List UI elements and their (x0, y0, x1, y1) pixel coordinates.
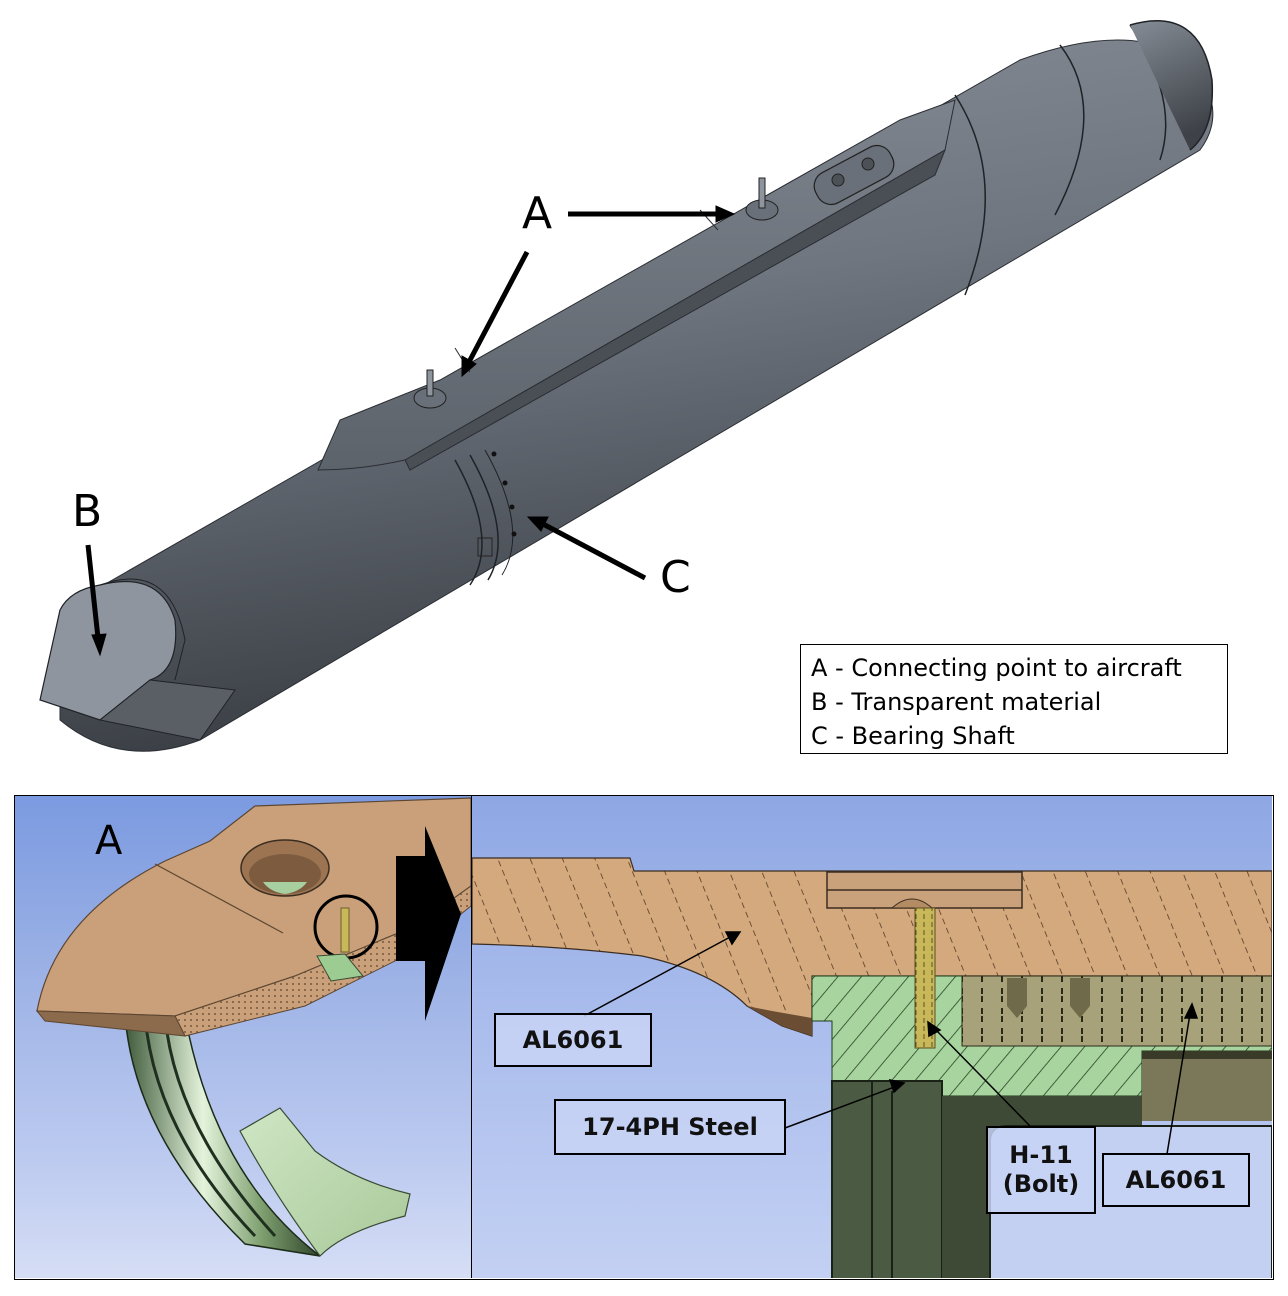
tail-cap (1129, 20, 1214, 151)
detail-arrow (396, 826, 461, 1021)
label-al6061-fairing-text: AL6061 (522, 1025, 624, 1054)
label-bolt: H-11 (Bolt) (986, 1126, 1096, 1214)
cutaway-3d-panel: A (15, 796, 472, 1278)
pod-drawing (39, 20, 1214, 752)
connector-front (413, 369, 447, 409)
pod-body (59, 39, 1214, 752)
connector-rear (745, 177, 779, 221)
leader-lines (583, 931, 1199, 1155)
bearing-holes (491, 451, 517, 537)
legend: A - Connecting point to aircraft B - Tra… (800, 644, 1228, 754)
mounting-rail (317, 99, 956, 471)
transparent-window (39, 581, 177, 721)
al6061-inner-section (961, 975, 1272, 1047)
callout-arrows (85, 205, 736, 657)
pod-illustration: A B C (39, 20, 1214, 752)
detail-letter-a: A (95, 818, 123, 864)
tail-segment (954, 94, 986, 296)
label-al6061-inner-text: AL6061 (1125, 1165, 1227, 1194)
detail-panels: A (14, 795, 1274, 1280)
bearing-ring (454, 459, 483, 586)
label-steel-text: 17-4PH Steel (582, 1112, 758, 1141)
housing-left-wall (831, 1080, 943, 1278)
bearing-shell (239, 1107, 411, 1257)
bolt-shank (914, 907, 936, 1049)
label-al6061-fairing: AL6061 (494, 1013, 652, 1067)
label-bolt-line2: (Bolt) (1002, 1170, 1080, 1198)
section-view-panel: AL6061 17-4PH Steel H-11 (Bolt) AL6061 (472, 796, 1272, 1278)
label-al6061-inner: AL6061 (1102, 1153, 1250, 1207)
label-steel: 17-4PH Steel (554, 1099, 786, 1155)
callout-c: C (660, 552, 691, 603)
label-bolt-line1: H-11 (1009, 1141, 1073, 1170)
legend-item-b: B - Transparent material (811, 688, 1102, 716)
callout-a: A (522, 188, 553, 239)
legend-item-c: C - Bearing Shaft (811, 722, 1015, 750)
lug-plate (813, 144, 895, 206)
callout-b: B (72, 486, 103, 537)
legend-item-a: A - Connecting point to aircraft (811, 654, 1182, 682)
cutaway-3d-drawing (35, 797, 471, 1257)
tail-segment (1054, 44, 1085, 216)
fairing-top (36, 797, 471, 1017)
